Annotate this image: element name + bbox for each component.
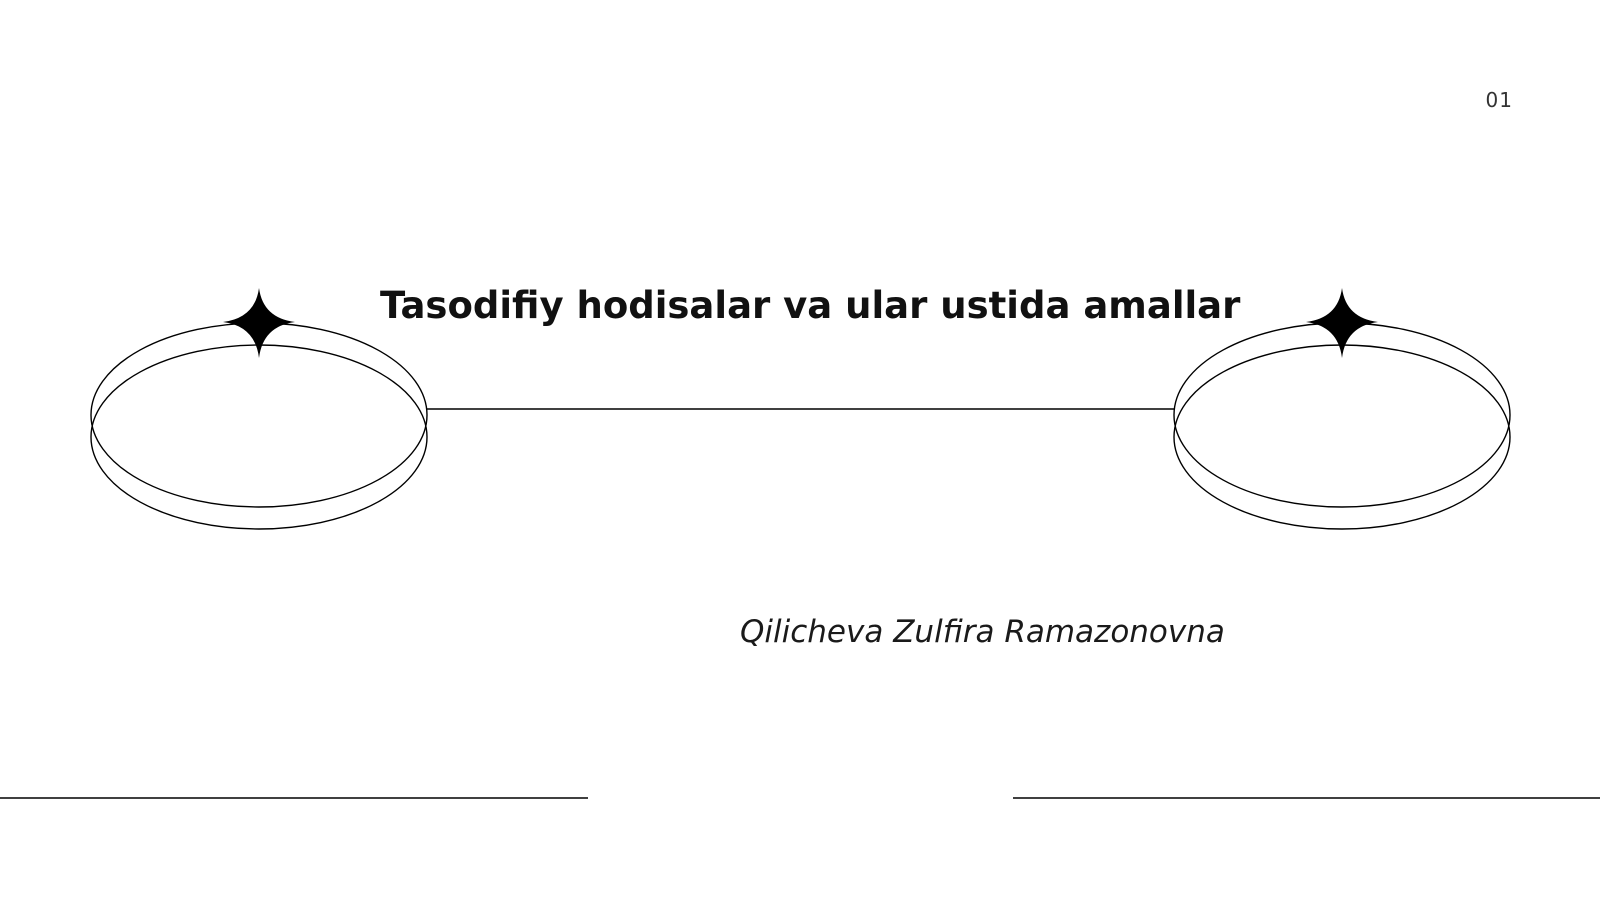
author-name: Qilicheva Zulfira Ramazonovna [740, 614, 1225, 650]
slide-title: Tasodifiy hodisalar va ular ustida amall… [380, 284, 1241, 327]
left-sparkle-icon [223, 288, 295, 358]
right-sparkle-icon [1306, 288, 1378, 358]
page-number: 01 [1485, 88, 1513, 112]
